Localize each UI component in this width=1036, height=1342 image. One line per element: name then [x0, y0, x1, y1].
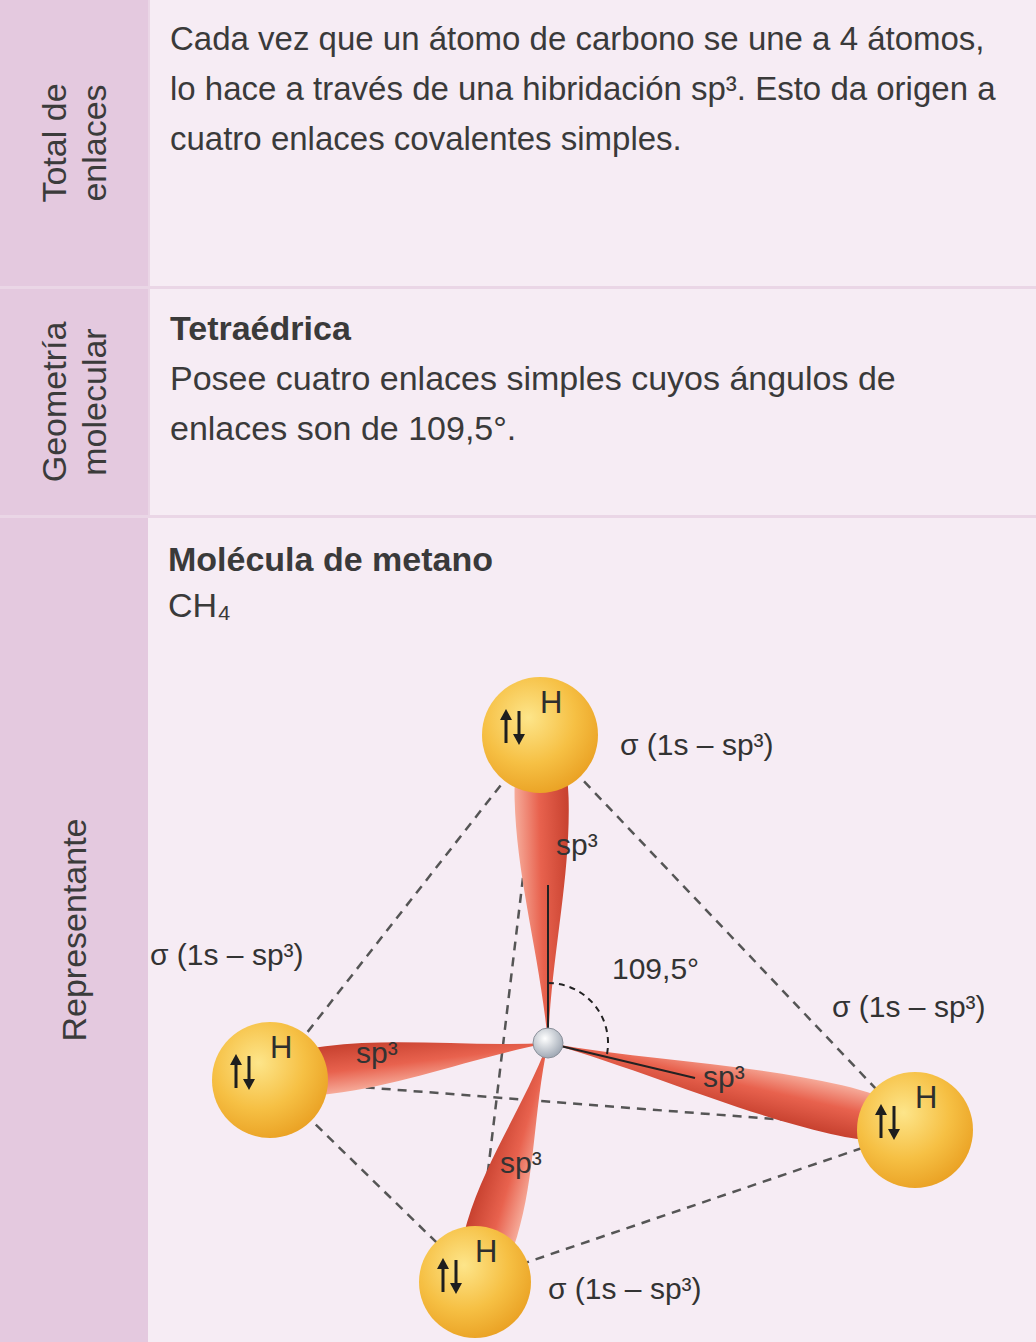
hydrogen-atom: H: [419, 1226, 531, 1338]
atom-symbol: H: [270, 1031, 292, 1065]
orbital-label: sp³: [500, 1146, 542, 1180]
row-header-text: Total de enlaces: [34, 58, 114, 228]
spin-arrows: [228, 1052, 258, 1092]
carbon-atom: [533, 1028, 563, 1058]
spin-arrows: [435, 1256, 465, 1296]
atom-symbol: H: [915, 1081, 937, 1115]
row-header: Representante: [0, 518, 148, 1342]
orbital-label: sp³: [356, 1036, 398, 1070]
spin-arrows: [498, 707, 528, 747]
spin-arrows: [873, 1102, 903, 1142]
bond-label: σ (1s – sp³): [620, 728, 774, 762]
row-header: Geometría molecular: [0, 289, 148, 515]
orbital-label: sp³: [556, 828, 598, 862]
atom-symbol: H: [540, 686, 562, 720]
cell-heading: Molécula de metano: [168, 534, 1016, 584]
hydrogen-atom: H: [857, 1072, 973, 1188]
orbital-label: sp³: [703, 1060, 745, 1094]
hydrogen-atom: H: [482, 677, 598, 793]
row-header-text: Geometría molecular: [34, 302, 114, 502]
bond-label: σ (1s – sp³): [150, 938, 304, 972]
cell-text: CH₄: [168, 580, 1016, 630]
sp3-lobes: [269, 735, 916, 1284]
angle-label: 109,5°: [612, 952, 699, 986]
hydrogen-atom: H: [212, 1022, 328, 1138]
illustration-cell: Molécula de metanoCH₄ H H H Hσ (1s – sp³) sp³…: [148, 518, 1036, 1342]
text-cell: Cada vez que un átomo de carbono se une …: [150, 0, 1036, 286]
row-header-text: Representante: [54, 580, 94, 1280]
cell-heading: Tetraédrica: [170, 303, 1016, 353]
bond-label: σ (1s – sp³): [548, 1272, 702, 1306]
atom-symbol: H: [475, 1235, 497, 1269]
cell-text: Cada vez que un átomo de carbono se une …: [170, 14, 1016, 164]
text-cell: TetraédricaPosee cuatro enlaces simples …: [150, 289, 1036, 515]
tetrahedron-edges: [270, 735, 915, 1280]
row-header: Total de enlaces: [0, 0, 148, 286]
bond-label: σ (1s – sp³): [832, 990, 986, 1024]
cell-text: Posee cuatro enlaces simples cuyos ángul…: [170, 353, 1016, 453]
